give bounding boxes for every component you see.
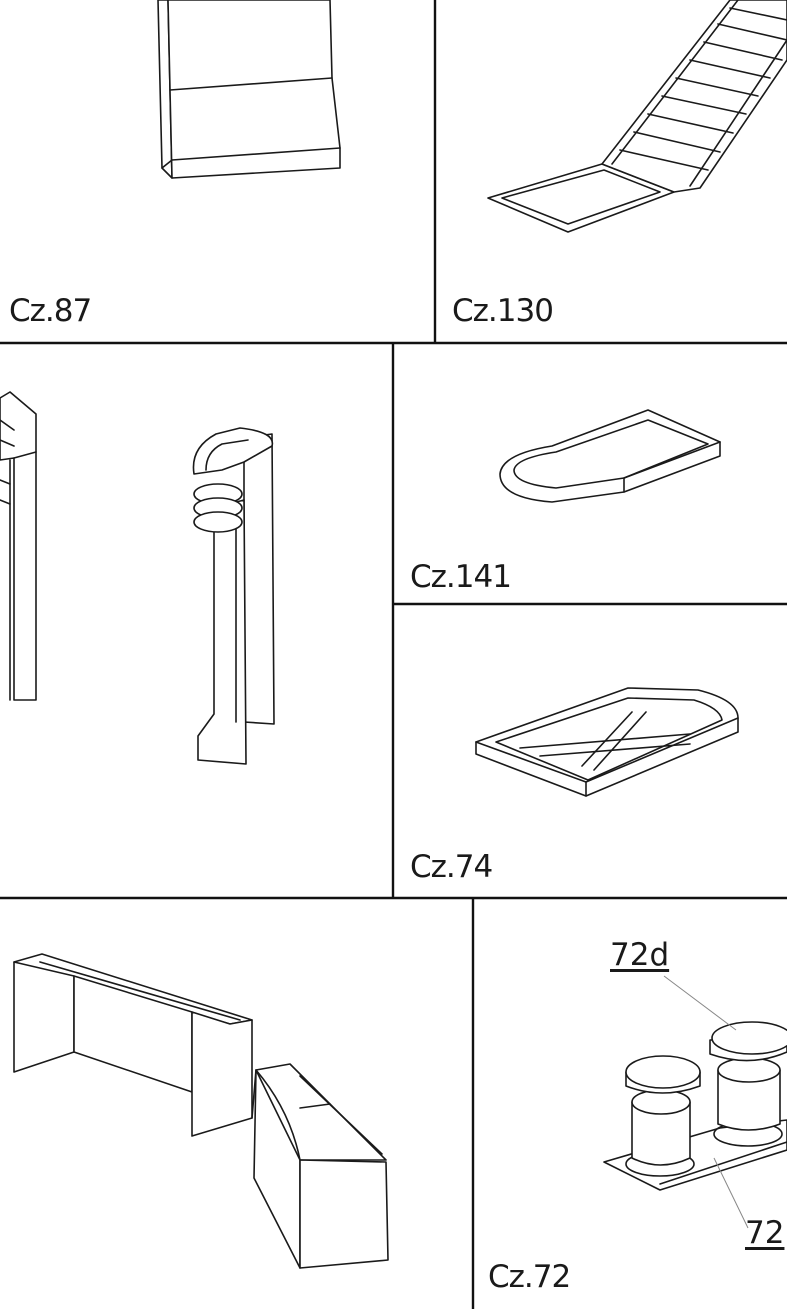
label-cz74: Cz.74 [410, 849, 493, 885]
drawing-cz130 [487, 0, 787, 233]
drawing-cz72 [603, 975, 787, 1229]
drawing-counter [13, 953, 389, 1269]
callout-72d: 72d [610, 937, 670, 973]
label-cz141: Cz.141 [410, 559, 512, 595]
label-cz72: Cz.72 [488, 1259, 571, 1295]
drawing-columns [0, 391, 275, 765]
label-cz130: Cz.130 [452, 293, 554, 329]
drawing-cz74 [475, 687, 739, 797]
label-cz87: Cz.87 [9, 293, 92, 329]
drawing-cz87 [157, 0, 341, 179]
callout-72: 72 [745, 1215, 785, 1251]
stair-steps [619, 7, 787, 171]
drawing-cz141 [499, 409, 721, 503]
